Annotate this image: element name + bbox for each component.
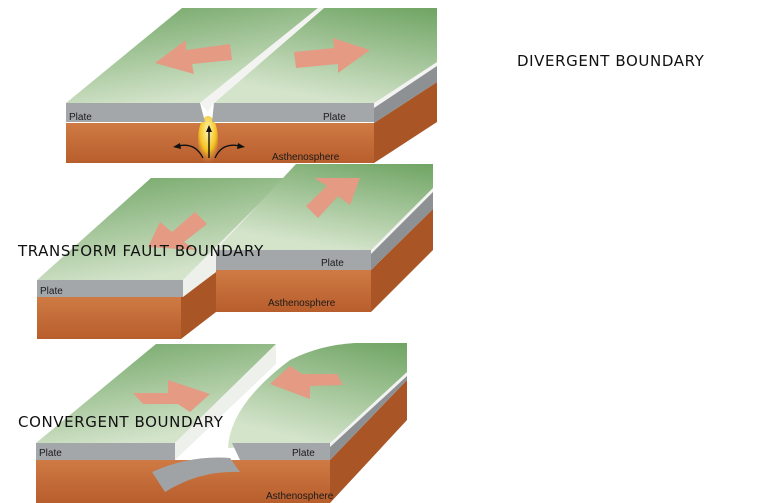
divergent-asthenosphere-front <box>66 123 374 163</box>
transform-left-asthenosphere <box>37 297 181 339</box>
divergent-block: Plate Plate Asthenosphere <box>66 8 437 164</box>
convergent-asthenosphere-label: Asthenosphere <box>266 491 334 502</box>
transform-left-arrow <box>148 212 207 250</box>
divergent-left-plate-label: Plate <box>69 112 92 123</box>
divergent-title: DIVERGENT BOUNDARY <box>517 52 705 70</box>
divergent-right-plate-label: Plate <box>323 112 346 123</box>
divergent-left-arrow <box>155 40 232 74</box>
convergent-right-arrow <box>270 366 343 399</box>
convergent-right-plate-top <box>228 343 407 448</box>
convergent-left-plate-label: Plate <box>39 448 62 459</box>
divergent-right-plate-side <box>374 62 437 123</box>
transform-block: Plate Plate Asthenosphere <box>37 164 433 339</box>
rift-edges <box>200 8 324 112</box>
divergent-right-plate-front <box>212 103 374 122</box>
transform-right-arrow <box>306 178 360 218</box>
transform-asthenosphere-label: Asthenosphere <box>268 298 336 309</box>
transform-title: TRANSFORM FAULT BOUNDARY <box>18 242 264 260</box>
divergent-left-plate-front <box>66 103 205 122</box>
convergent-left-arrow <box>133 380 210 412</box>
convergent-block: Plate Plate Asthenosphere <box>36 343 407 503</box>
divergent-right-arrow <box>294 38 370 73</box>
magma-upwelling <box>198 116 218 164</box>
transform-right-asthenosphere <box>216 270 371 312</box>
subducting-slab <box>152 457 240 492</box>
transform-left-plate-label: Plate <box>40 286 63 297</box>
convergent-title: CONVERGENT BOUNDARY <box>18 413 224 431</box>
upwelling-arrow-left <box>177 144 204 159</box>
divergent-asthenosphere-label: Asthenosphere <box>272 152 340 163</box>
divergent-asthenosphere-side <box>374 82 437 163</box>
upwelling-arrow-right <box>214 144 241 159</box>
convergent-right-plate-label: Plate <box>292 448 315 459</box>
transform-right-plate-label: Plate <box>321 258 344 269</box>
